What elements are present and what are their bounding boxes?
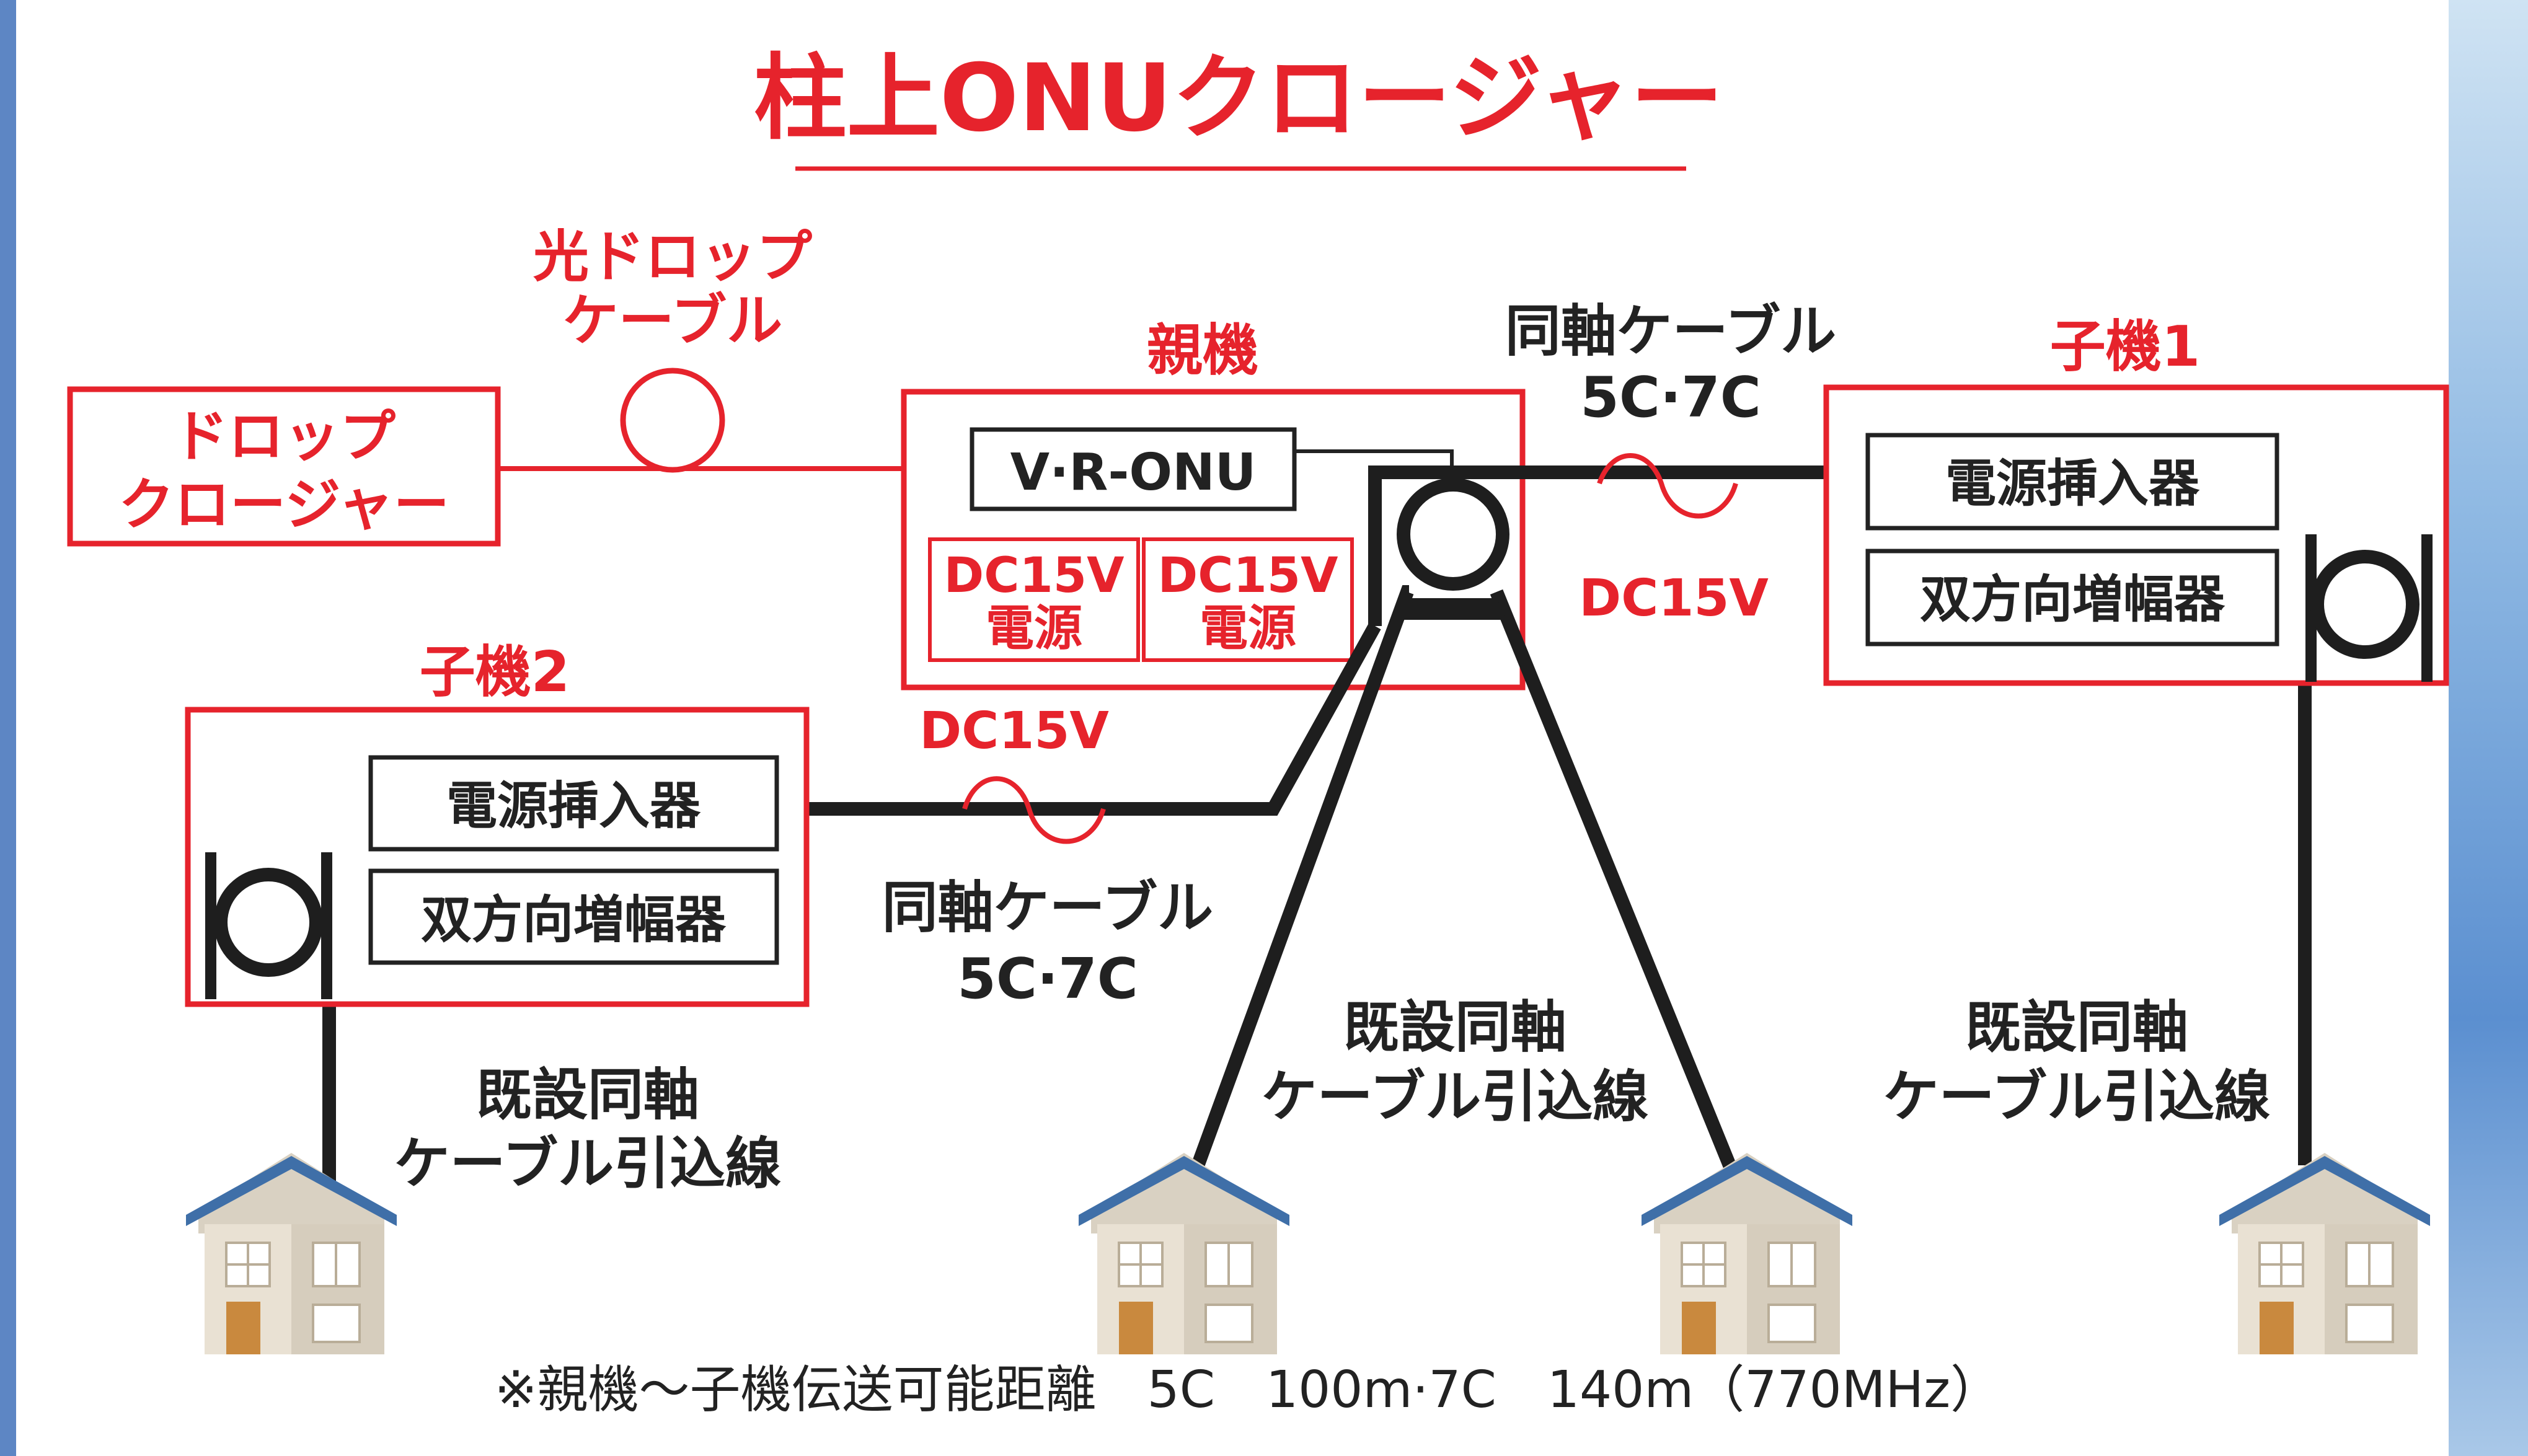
child-unit-1-coil-icon	[2310, 550, 2420, 659]
right-edge-background	[2449, 0, 2528, 1456]
power-supply-1-box	[928, 537, 1140, 662]
coax-trunk-right	[1368, 465, 1868, 626]
fiber-coil-icon	[620, 368, 725, 473]
drop-closure-label-1: ドロップ	[172, 404, 396, 469]
drop-line-left-label-1: 既設同軸	[476, 1062, 699, 1127]
coax-left-label-1: 同軸ケーブル	[882, 875, 1214, 940]
fiber-cable-label-2: ケーブル	[563, 288, 783, 353]
onu-box	[970, 427, 1297, 511]
drop-closure-label-2: クロージャー	[118, 472, 449, 537]
child-unit-2-label: 子機2	[420, 640, 570, 705]
drop-line-center-label-1: 既設同軸	[1343, 995, 1567, 1060]
house-icon-2	[1077, 1152, 1291, 1356]
coax-trunk-left	[778, 622, 1381, 816]
house-icon-3	[1640, 1152, 1854, 1356]
power-supply-1-label-2: 電源	[986, 601, 1082, 656]
child-unit-2-coil-icon	[214, 868, 323, 977]
coax-right-label-2: 5C·7C	[1580, 365, 1761, 430]
coax-right-label-1: 同軸ケーブル	[1505, 299, 1837, 364]
child-unit-2-power-inserter-box	[368, 755, 779, 852]
power-supply-2-label-2: 電源	[1200, 601, 1296, 656]
fiber-cable-label-1: 光ドロップ	[533, 224, 812, 289]
coax-left-voltage: DC15V	[919, 702, 1109, 761]
child-unit-1-power-inserter-box	[1865, 433, 2279, 531]
coax-left-dc-wave-icon	[962, 776, 1106, 844]
footnote: ※親機〜子機伝送可能距離 5C 100m·7C 140m（770MHz）	[495, 1361, 2001, 1419]
coax-left-label-2: 5C·7C	[957, 946, 1138, 1012]
child-unit-1-power-inserter-label: 電源挿入器	[1945, 454, 2200, 513]
drop-line-center-label-2: ケーブル引込線	[1262, 1064, 1649, 1129]
coax-right-dc-wave-icon	[1597, 453, 1738, 519]
drop-line-right-label-1: 既設同軸	[1965, 995, 2188, 1060]
house-icon-1	[185, 1152, 398, 1356]
power-supply-2-label-1: DC15V	[1158, 548, 1338, 604]
power-supply-1-label-1: DC15V	[944, 548, 1125, 604]
child-unit-2-amplifier-box	[368, 868, 779, 965]
child-unit-2-amplifier-label: 双方向増幅器	[421, 891, 727, 950]
drop-line-right-label-2: ケーブル引込線	[1883, 1064, 2271, 1129]
drop-line-center-right	[1490, 589, 1736, 1168]
drop-closure-box	[67, 386, 501, 547]
coax-right-voltage: DC15V	[1579, 569, 1769, 628]
child-unit-1-label: 子機1	[2050, 314, 2201, 379]
left-edge-background	[0, 0, 16, 1456]
splitter-tap-icon	[1400, 598, 1506, 620]
child-unit-1-amplifier-box	[1865, 549, 2279, 646]
splitter-coil-icon	[1397, 478, 1509, 591]
house-icon-4	[2218, 1152, 2431, 1356]
parent-unit-label: 親機	[1147, 318, 1258, 383]
drop-line-left-label-2: ケーブル引込線	[394, 1131, 782, 1196]
onu-label: V·R-ONU	[1010, 443, 1257, 502]
power-supply-2-box	[1142, 537, 1354, 662]
child-unit-2-power-inserter-label: 電源挿入器	[446, 777, 701, 836]
page-title: 柱上ONUクロージャー	[754, 45, 1723, 152]
drop-line-center	[1187, 585, 1414, 1180]
child-unit-1-amplifier-label: 双方向増幅器	[1920, 570, 2225, 629]
